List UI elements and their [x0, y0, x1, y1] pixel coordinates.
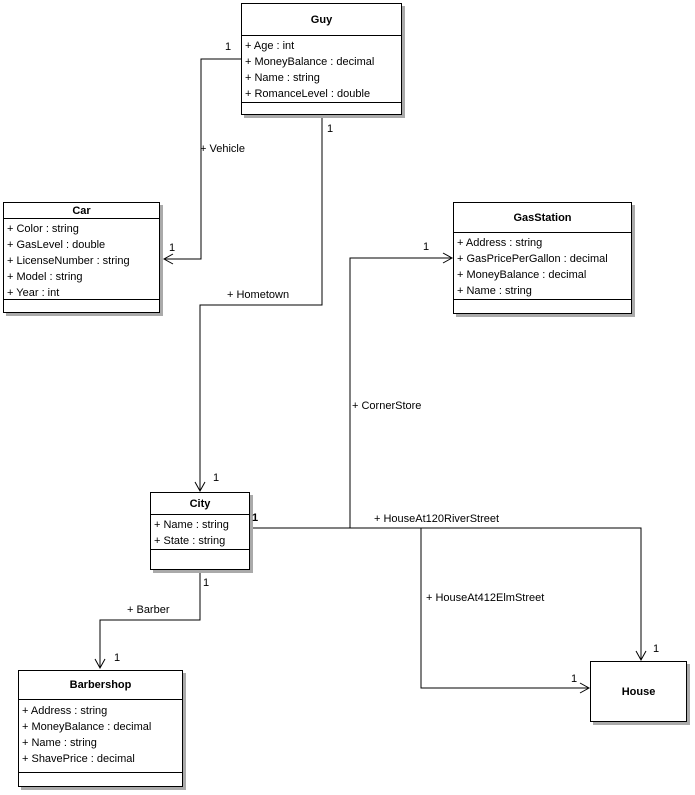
class-attributes-guy: + Age : int + MoneyBalance : decimal + N… — [242, 36, 401, 103]
attribute: + GasPricePerGallon : decimal — [457, 253, 608, 265]
class-operations-empty — [19, 773, 182, 786]
assoc-barber-line[interactable] — [99, 570, 201, 667]
class-attributes-city: + Name : string + State : string — [151, 515, 249, 550]
attribute: + Color : string — [7, 223, 79, 235]
assoc-vehicle-line[interactable] — [165, 58, 241, 260]
class-title-barbershop: Barbershop — [19, 671, 182, 700]
assoc-label-houseat412elmstreet: + HouseAt412ElmStreet — [426, 592, 545, 604]
attribute: + LicenseNumber : string — [7, 255, 130, 267]
class-title-house: House — [621, 685, 656, 698]
class-title-gasstation: GasStation — [454, 203, 631, 233]
arrowhead-down-icon — [94, 658, 106, 670]
multiplicity-hometown-guy-end: 1 — [327, 123, 334, 135]
assoc-label-cornerstore: + CornerStore — [352, 400, 422, 412]
class-box-car[interactable]: Car + Color : string + GasLevel : double… — [3, 202, 160, 313]
multiplicity-hometown-city-end: 1 — [213, 472, 220, 484]
multiplicity-houseat120riverstreet-house-end: 1 — [653, 643, 660, 655]
class-attributes-barbershop: + Address : string + MoneyBalance : deci… — [19, 700, 182, 773]
attribute: + Name : string — [245, 72, 320, 84]
class-operations-empty — [242, 103, 401, 114]
class-title-guy: Guy — [242, 4, 401, 36]
class-box-city[interactable]: City + Name : string + State : string — [150, 492, 250, 570]
class-box-barbershop[interactable]: Barbershop + Address : string + MoneyBal… — [18, 670, 183, 787]
multiplicity-vehicle-car-end: 1 — [169, 242, 176, 254]
attribute: + Name : string — [154, 519, 229, 531]
class-title-car: Car — [4, 203, 159, 219]
attribute: + MoneyBalance : decimal — [245, 56, 375, 68]
attribute: + Address : string — [22, 705, 108, 717]
arrowhead-down-icon — [635, 650, 647, 662]
multiplicity-barber-barbershop-end: 1 — [114, 652, 121, 664]
multiplicity-city-shared-end: 1 — [252, 512, 259, 524]
attribute: + Age : int — [245, 40, 295, 52]
class-box-guy[interactable]: Guy + Age : int + MoneyBalance : decimal… — [241, 3, 402, 115]
attribute: + Address : string — [457, 237, 543, 249]
assoc-houseat412elmstreet-line[interactable] — [420, 528, 588, 689]
class-title-city: City — [151, 493, 249, 515]
attribute: + ShavePrice : decimal — [22, 753, 135, 765]
attribute: + RomanceLevel : double — [245, 88, 371, 100]
assoc-label-barber: + Barber — [127, 604, 170, 616]
assoc-hometown-line[interactable] — [199, 115, 323, 490]
class-box-house[interactable]: House — [590, 661, 687, 722]
attribute: + Model : string — [7, 271, 83, 283]
attribute: + MoneyBalance : decimal — [22, 721, 152, 733]
class-attributes-car: + Color : string + GasLevel : double + L… — [4, 219, 159, 300]
class-box-gasstation[interactable]: GasStation + Address : string + GasPrice… — [453, 202, 632, 314]
multiplicity-barber-city-end: 1 — [203, 577, 210, 589]
attribute: + GasLevel : double — [7, 239, 106, 251]
attribute: + Name : string — [22, 737, 97, 749]
multiplicity-houseat412elmstreet-house-end: 1 — [571, 673, 578, 685]
arrowhead-right-icon — [579, 682, 591, 694]
arrowhead-right-icon — [442, 252, 454, 264]
multiplicity-cornerstore-gasstation-end: 1 — [423, 241, 430, 253]
class-operations-empty — [151, 550, 249, 569]
class-attributes-gasstation: + Address : string + GasPricePerGallon :… — [454, 233, 631, 300]
attribute: + Name : string — [457, 285, 532, 297]
arrowhead-left-icon — [162, 253, 174, 265]
assoc-label-hometown: + Hometown — [227, 289, 290, 301]
multiplicity-vehicle-guy-end: 1 — [225, 41, 232, 53]
assoc-houseat120riverstreet-line[interactable] — [250, 527, 642, 659]
assoc-label-vehicle: + Vehicle — [200, 143, 245, 155]
attribute: + MoneyBalance : decimal — [457, 269, 587, 281]
assoc-label-houseat120riverstreet: + HouseAt120RiverStreet — [374, 513, 500, 525]
class-operations-empty — [454, 300, 631, 313]
class-operations-empty — [4, 300, 159, 312]
attribute: + State : string — [154, 535, 226, 547]
arrowhead-down-icon — [194, 481, 206, 493]
attribute: + Year : int — [7, 287, 60, 299]
